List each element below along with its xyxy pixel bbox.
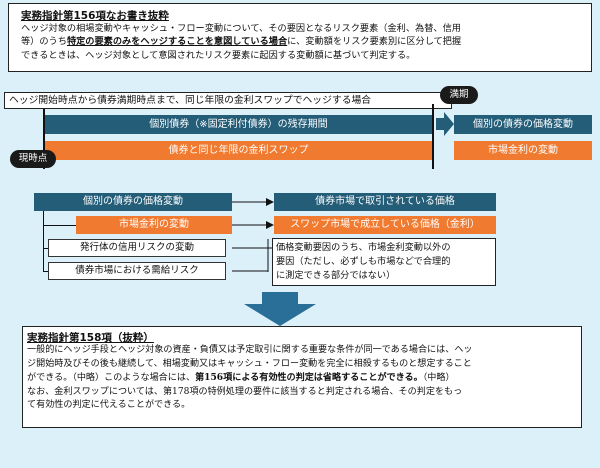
breakdown-market-rate: 市場金利の変動: [76, 216, 232, 234]
breakdown-bond-price: 個別の債券の価格変動: [34, 193, 232, 211]
note-158-line2: ジ開始時及びその後も継続して、相場変動又はキャッシュ・フロー変動を完全に相殺する…: [27, 358, 472, 369]
note-156-title: 実務指針第156項なお書き抜粋: [21, 10, 169, 22]
note-156-line1: ヘッジ対象の相場変動やキャッシュ・フロー変動について、その要因となるリスク要素（…: [21, 23, 461, 34]
note-156-line2: 等）のうち特定の要素のみをヘッジすることを意図している場合に、変動額をリスク要素…: [21, 35, 583, 48]
note-156-line2-pre: 等）のうち: [21, 36, 67, 48]
swap-price-bar: スワップ市場で成立している価格（金利）: [274, 216, 496, 234]
other-factors-line1: 価格変動要因のうち、市場金利変動以外の: [276, 242, 451, 253]
note-158-line3: ができる。（中略）このような場合には、第156項による有効性の判定は省略すること…: [27, 371, 573, 386]
note-156-line3: できるときは、ヘッジ対象として意図されたリスク要素に起因する変動額に基づいて判定…: [21, 49, 416, 61]
note-158-emphasis: 第156項による有効性の判定は省略することができる。: [195, 372, 423, 384]
note-156-emphasis: 特定の要素のみをヘッジすることを意図している場合: [66, 36, 288, 48]
note-158-line3-post: （中略）: [422, 373, 455, 384]
breakdown-issuer-credit: 発行体の信用リスクの変動: [48, 239, 226, 257]
timeline-header: ヘッジ開始時点から債券満期時点まで、同じ年限の金利スワップでヘッジする場合: [4, 92, 452, 109]
start-label: 現時点: [10, 150, 56, 168]
start-line: [43, 109, 45, 169]
right-market-rate-bar: 市場金利の変動: [454, 141, 592, 160]
note-156-line2-post: に、変動額をリスク要素別に区分して把握: [287, 36, 462, 48]
other-factors-line2: 要因（ただし、必ずしも市場などで合理的: [276, 256, 451, 267]
note-158-line4: なお、金利スワップについては、第178項の特例処理の要件に該当すると判定される場…: [27, 386, 463, 397]
note-156-body: ヘッジ対象の相場変動やキャッシュ・フロー変動について、その要因となるリスク要素（…: [21, 22, 583, 62]
bracket-line-1: [43, 225, 76, 226]
note-158-box: 実務指針第158項（抜粋） 一般的にヘッジ手段とヘッジ対象の資産・負債又は予定取…: [22, 326, 582, 428]
other-factors-line3: に測定できる部分ではない）: [276, 270, 396, 281]
bracket-line-3: [43, 271, 48, 272]
maturity-label: 満期: [440, 86, 478, 104]
maturity-line: [432, 104, 434, 169]
bracket-line-2: [43, 248, 48, 249]
timeline-right-arrow: [436, 112, 454, 136]
note-158-line3-pre: ができる。（中略）このような場合には、: [27, 373, 196, 384]
arrows-middle: [232, 198, 274, 272]
note-158-body: 一般的にヘッジ手段とヘッジ対象の資産・負債又は予定取引に関する重要な条件が同一で…: [27, 344, 573, 413]
note-156-box: 実務指針第156項なお書き抜粋 ヘッジ対象の相場変動やキャッシュ・フロー変動につ…: [8, 3, 592, 72]
other-factors-box: 価格変動要因のうち、市場金利変動以外の 要因（ただし、必ずしも市場などで合理的 …: [272, 238, 496, 286]
breakdown-liquidity: 債券市場における需給リスク: [48, 262, 226, 280]
breakdown-bracket: [43, 211, 44, 271]
right-bond-price-bar: 個別の債券の価格変動: [454, 115, 592, 134]
swap-bar: 債券と同じ年限の金利スワップ: [45, 141, 432, 160]
bond-remaining-bar: 個別債券（※固定利付債券）の残存期間: [45, 115, 432, 134]
market-price-bar: 債券市場で取引されている価格: [274, 193, 496, 211]
note-158-line1: 一般的にヘッジ手段とヘッジ対象の資産・負債又は予定取引に関する重要な条件が同一で…: [27, 345, 473, 355]
note-158-line5: て有効性の判定に代えることができる。: [27, 400, 191, 411]
down-arrow: [244, 292, 316, 326]
note-158-title: 実務指針第158項（抜粋）: [27, 332, 154, 344]
timeline-header-text: ヘッジ開始時点から債券満期時点まで、同じ年限の金利スワップでヘッジする場合: [9, 95, 372, 106]
